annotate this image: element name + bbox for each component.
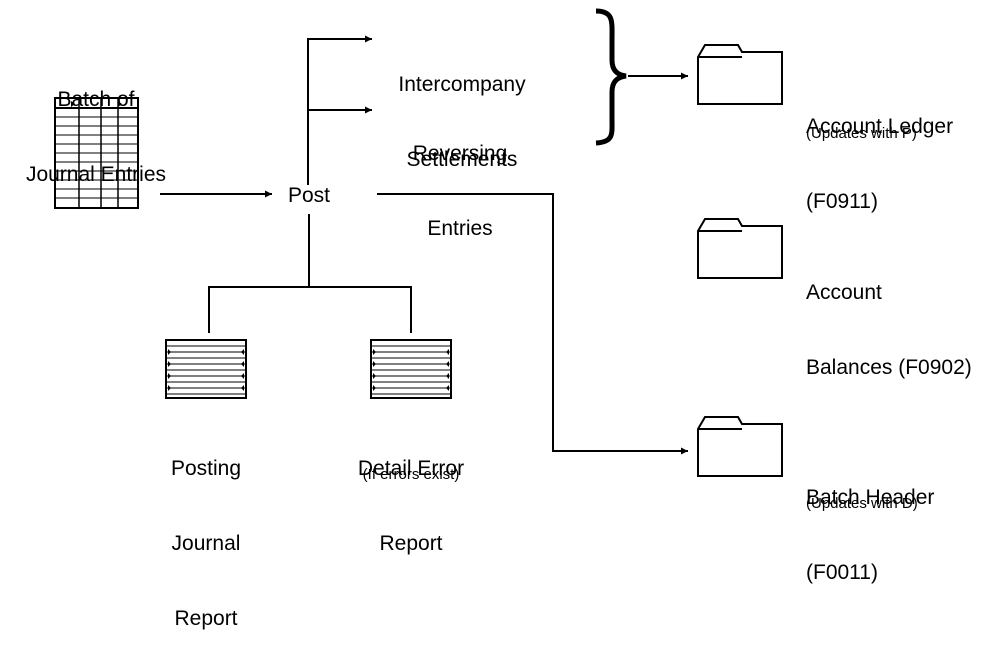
account-ledger-line1: Account Ledger	[806, 115, 954, 138]
account-balances-line2: Balances (F0902)	[806, 356, 972, 379]
intercompany-line2: Settlements	[406, 148, 518, 171]
post-down-connector	[208, 214, 412, 333]
error-report-document-icon	[370, 339, 452, 399]
reversing-label: Reversing Entries	[382, 91, 538, 266]
account-balances-line1: Account	[806, 281, 882, 304]
posting-report-label: Posting Journal Report	[141, 406, 271, 656]
journal-entries-document-icon	[54, 97, 139, 209]
post-to-batch-header-connector	[377, 193, 688, 455]
reversing-line2: Entries	[427, 217, 493, 240]
posting-report-line1: Posting	[170, 457, 242, 480]
flow-diagram	[54, 8, 783, 477]
batch-label: Batch of Journal Entries	[0, 37, 192, 212]
batch-header-line1: Batch Header	[806, 486, 935, 509]
batch-header-line2: (F0011)	[806, 561, 878, 584]
error-report-line1: Detail Error	[357, 457, 465, 480]
account-ledger-line2: (F0911)	[806, 190, 878, 213]
batch-header-label: Batch Header (F0011)	[806, 435, 934, 610]
post-up-connector	[307, 35, 372, 185]
error-report-label: Detail Error Report	[321, 406, 501, 581]
error-report-note: (If errors exist)	[362, 466, 460, 483]
brace	[595, 8, 627, 146]
posting-report-line3: Report	[174, 607, 238, 630]
intercompany-label: Intercompany Settlements	[372, 22, 552, 197]
account-ledger-note: (Updates with P)	[806, 125, 917, 142]
account-ledger-folder-icon	[697, 44, 783, 105]
account-balances-label: Account Balances (F0902)	[806, 230, 972, 405]
error-report-line2: Report	[379, 532, 443, 555]
posting-report-line2: Journal	[171, 532, 241, 555]
post-label: Post	[288, 184, 331, 207]
reversing-line1: Reversing	[412, 142, 508, 165]
batch-label-line1: Batch of	[57, 88, 135, 111]
batch-label-line2: Journal Entries	[25, 163, 167, 186]
posting-report-document-icon	[165, 339, 247, 399]
intercompany-line1: Intercompany	[398, 73, 526, 96]
batch-header-folder-icon	[697, 416, 783, 477]
batch-header-note: (Updates with D)	[806, 495, 918, 512]
account-ledger-label: Account Ledger (F0911)	[806, 64, 953, 239]
account-balances-folder-icon	[697, 218, 783, 279]
